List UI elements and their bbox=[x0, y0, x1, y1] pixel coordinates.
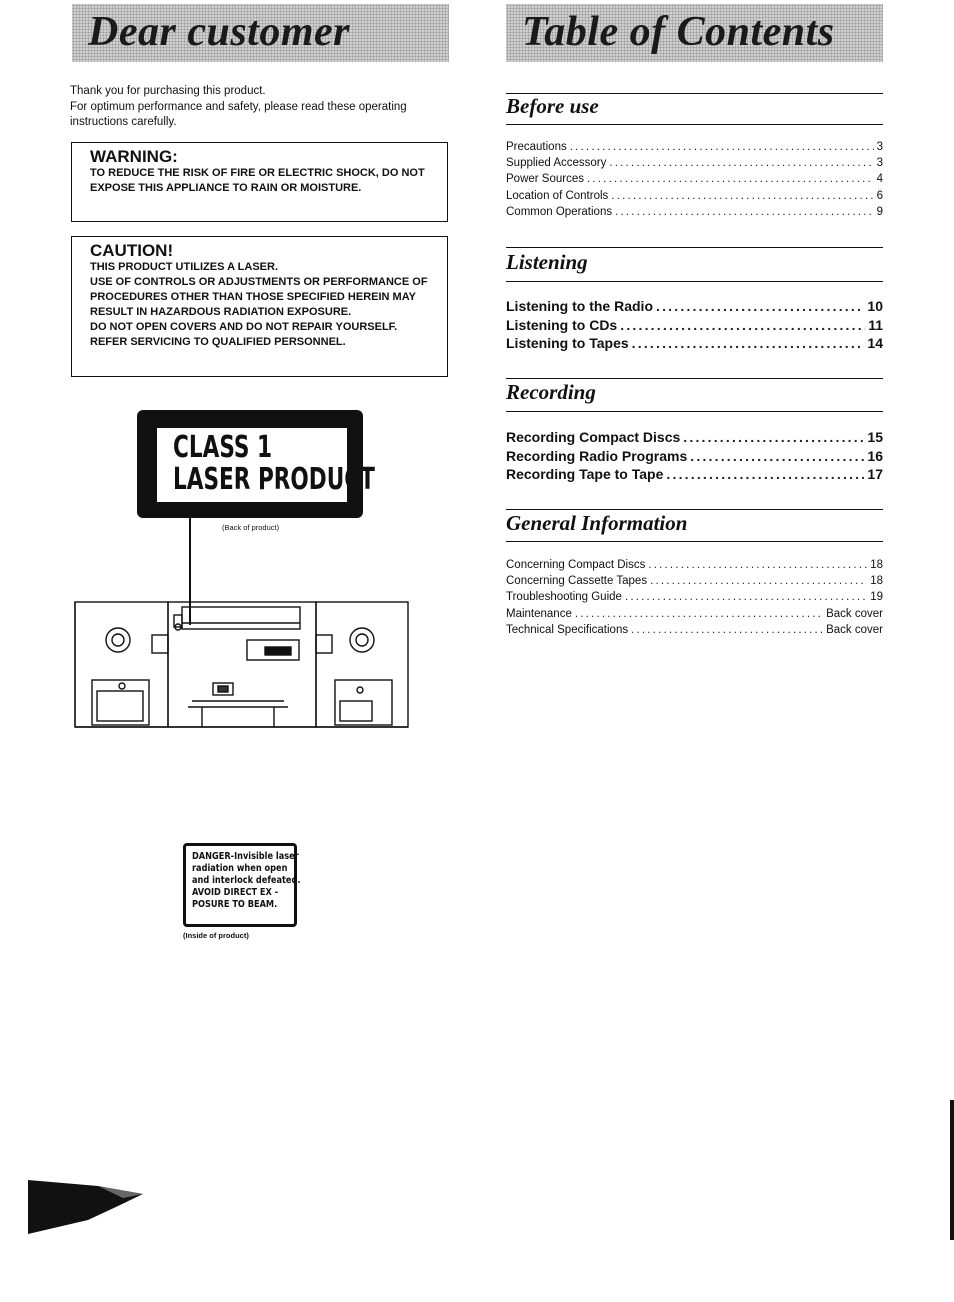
dear-customer-banner: Dear customer bbox=[72, 4, 449, 62]
general-heading: General Information bbox=[506, 511, 688, 535]
general-rule-top bbox=[506, 509, 883, 510]
danger-label: DANGER-Invisible laser radiation when op… bbox=[183, 843, 301, 927]
caution-heading: CAUTION! bbox=[90, 241, 174, 260]
general-list: Concerning Compact Discs................… bbox=[506, 557, 883, 638]
toc-item[interactable]: Precautions.............................… bbox=[506, 139, 883, 155]
before-use-rule-top bbox=[506, 93, 883, 94]
before-use-list: Precautions.............................… bbox=[506, 139, 883, 220]
laser-label-panel: CLASS 1 LASER PRODUCT bbox=[157, 428, 375, 502]
page-edge-mark bbox=[950, 1100, 954, 1240]
before-use-heading: Before use bbox=[506, 94, 599, 118]
dot-leader: ........................................… bbox=[569, 141, 874, 153]
toc-item[interactable]: Recording Radio Programs................… bbox=[506, 447, 883, 464]
dot-leader: ........................................… bbox=[650, 575, 868, 588]
dot-leader: ........................................… bbox=[609, 157, 874, 170]
warning-text: TO REDUCE THE RISK OF FIRE OR ELECTRIC S… bbox=[90, 167, 425, 194]
caution-line-2: USE OF CONTROLS OR ADJUSTMENTS OR PERFOR… bbox=[90, 276, 428, 318]
dot-leader: ........................................… bbox=[683, 429, 865, 445]
dear-customer-title: Dear customer bbox=[88, 9, 350, 55]
laser-label-line-1: CLASS 1 bbox=[173, 430, 273, 465]
toc-title: Table of Contents bbox=[522, 9, 835, 55]
listening-rule-bottom bbox=[506, 281, 883, 282]
toc-item[interactable]: Recording Compact Discs.................… bbox=[506, 429, 883, 445]
danger-line-4: AVOID DIRECT EX - bbox=[192, 887, 279, 898]
dot-leader: ........................................… bbox=[656, 298, 864, 314]
intro-text: Thank you for purchasing this product. F… bbox=[70, 84, 450, 131]
intro-line-1: Thank you for purchasing this product. bbox=[70, 85, 266, 97]
dot-leader: ........................................… bbox=[615, 205, 874, 218]
toc-item[interactable]: Troubleshooting Guide...................… bbox=[506, 589, 883, 605]
toc-item[interactable]: Concerning Compact Discs................… bbox=[506, 557, 883, 573]
page-corner-mark bbox=[28, 1180, 143, 1234]
dot-leader: ........................................… bbox=[690, 447, 864, 464]
caution-box: CAUTION! THIS PRODUCT UTILIZES A LASER. … bbox=[71, 236, 448, 377]
dot-leader: ........................................… bbox=[620, 316, 866, 333]
toc-item[interactable]: Technical Specifications................… bbox=[506, 622, 883, 638]
listening-rule-top bbox=[506, 247, 883, 248]
intro-line-2: For optimum performance and safety, plea… bbox=[70, 100, 407, 129]
dot-leader: ........................................… bbox=[666, 466, 865, 483]
toc-item[interactable]: Listening to Tapes......................… bbox=[506, 335, 883, 352]
laser-class-label: CLASS 1 LASER PRODUCT bbox=[137, 410, 375, 518]
dot-leader: ........................................… bbox=[631, 335, 865, 352]
recording-rule-top bbox=[506, 378, 883, 379]
warning-heading: WARNING: bbox=[90, 147, 178, 166]
dot-leader: ........................................… bbox=[586, 173, 874, 186]
recording-heading: Recording bbox=[506, 380, 596, 404]
dot-leader: ........................................… bbox=[611, 189, 874, 202]
danger-line-1: DANGER-Invisible laser bbox=[192, 851, 299, 862]
recording-rule-bottom bbox=[506, 411, 883, 412]
back-of-product-caption: (Back of product) bbox=[222, 523, 280, 532]
toc-item[interactable]: Common Operations.......................… bbox=[506, 204, 883, 220]
dot-leader: ........................................… bbox=[648, 559, 868, 571]
dot-leader: ........................................… bbox=[574, 607, 824, 620]
laser-label-line-2: LASER PRODUCT bbox=[173, 462, 375, 497]
dot-leader: ........................................… bbox=[624, 591, 868, 604]
before-use-rule-bottom bbox=[506, 124, 883, 125]
warning-box: WARNING: TO REDUCE THE RISK OF FIRE OR E… bbox=[71, 142, 448, 222]
toc-item[interactable]: Listening to CDs........................… bbox=[506, 316, 883, 333]
caution-line-3: DO NOT OPEN COVERS AND DO NOT REPAIR YOU… bbox=[90, 321, 398, 348]
toc-item[interactable]: Supplied Accessory......................… bbox=[506, 155, 883, 171]
danger-line-3: and interlock defeated. bbox=[192, 875, 301, 886]
dot-leader: ........................................… bbox=[631, 623, 823, 636]
listening-list: Listening to the Radio..................… bbox=[506, 297, 883, 353]
toc-banner: Table of Contents bbox=[506, 4, 883, 62]
recording-list: Recording Compact Discs.................… bbox=[506, 428, 883, 484]
toc-item[interactable]: Location of Controls....................… bbox=[506, 188, 883, 204]
product-drawing bbox=[74, 518, 409, 728]
toc-item[interactable]: Listening to the Radio..................… bbox=[506, 298, 883, 314]
toc-item[interactable]: Maintenance.............................… bbox=[506, 606, 883, 622]
danger-line-5: POSURE TO BEAM. bbox=[192, 899, 278, 910]
caution-line-1: THIS PRODUCT UTILIZES A LASER. bbox=[90, 261, 279, 273]
toc-item[interactable]: Power Sources...........................… bbox=[506, 171, 883, 187]
danger-line-2: radiation when open bbox=[192, 863, 288, 874]
toc-item[interactable]: Concerning Cassette Tapes...............… bbox=[506, 573, 883, 589]
toc-item[interactable]: Recording Tape to Tape..................… bbox=[506, 466, 883, 483]
listening-heading: Listening bbox=[506, 250, 588, 274]
inside-of-product-caption: (Inside of product) bbox=[183, 931, 249, 940]
general-rule-bottom bbox=[506, 541, 883, 542]
